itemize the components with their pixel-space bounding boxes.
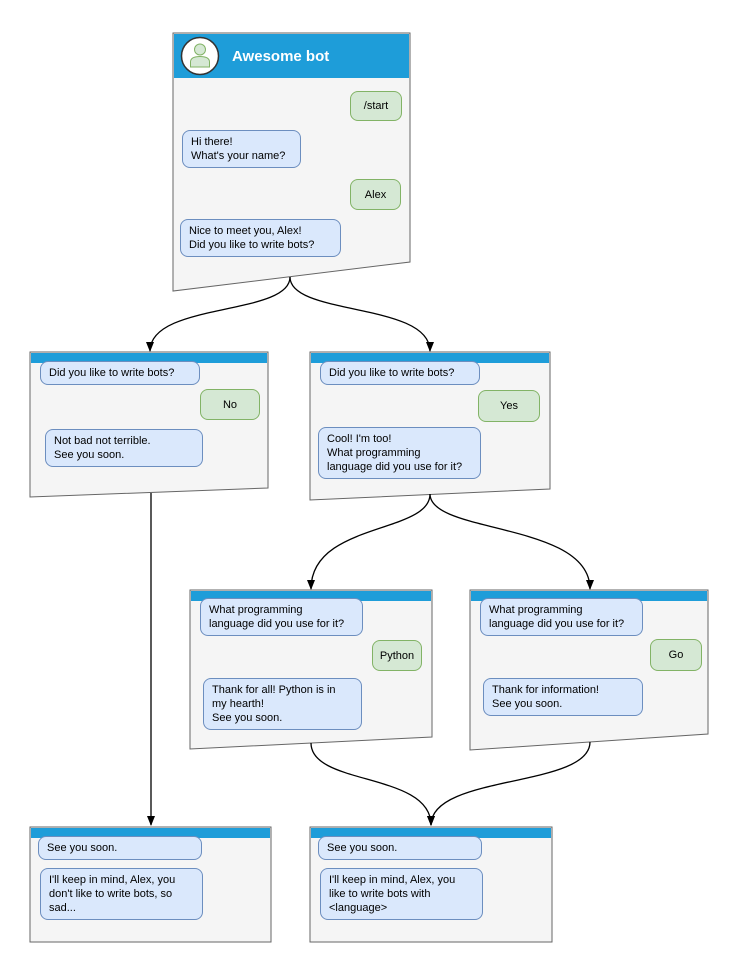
bot-bubble-question-yes: Did you like to write bots?	[320, 361, 480, 385]
arrow-yes-to-python	[307, 493, 431, 590]
bot-bubble-reply-go: Thank for information! See you soon.	[483, 678, 643, 716]
user-bubble-answer-no: No	[200, 389, 260, 420]
chat-header-branch-go	[471, 591, 707, 601]
bot-bubble-followup: Nice to meet you, Alex! Did you like to …	[180, 219, 341, 257]
bot-bubble-question-python: What programming language did you use fo…	[200, 598, 363, 636]
chat-header-branch-python	[191, 591, 431, 601]
chat-header-branch-yes	[311, 353, 549, 363]
chat-header-end-yes	[311, 828, 551, 838]
bot-bubble-greeting: Hi there! What's your name?	[182, 130, 301, 168]
bot-bubble-end-no-question: See you soon.	[38, 836, 202, 860]
bot-bubble-reply-python: Thank for all! Python is in my hearth! S…	[203, 678, 362, 730]
chat-header-end-no	[31, 828, 270, 838]
user-bubble-name: Alex	[350, 179, 401, 210]
user-bubble-answer-go: Go	[650, 639, 702, 671]
bot-avatar-person-icon	[180, 36, 220, 76]
bot-bubble-question-no: Did you like to write bots?	[40, 361, 200, 385]
arrow-root-to-no	[146, 276, 291, 352]
chat-header-branch-no	[31, 353, 267, 363]
arrow-root-to-yes	[289, 276, 434, 352]
bot-bubble-reply-no: Not bad not terrible. See you soon.	[45, 429, 203, 467]
bot-bubble-end-yes-question: See you soon.	[318, 836, 482, 860]
user-bubble-answer-python: Python	[372, 640, 422, 671]
arrow-python-to-end	[310, 742, 435, 826]
user-bubble-answer-yes: Yes	[478, 390, 540, 422]
arrow-go-to-end	[427, 741, 591, 826]
arrow-yes-to-go	[429, 493, 594, 590]
chat-header-root: Awesome bot	[174, 34, 409, 78]
bot-bubble-end-no-reply: I'll keep in mind, Alex, you don't like …	[40, 868, 203, 920]
bot-bubble-end-yes-reply: I'll keep in mind, Alex, you like to wri…	[320, 868, 483, 920]
bot-bubble-reply-yes: Cool! I'm too! What programming language…	[318, 427, 481, 479]
chat-title: Awesome bot	[232, 47, 330, 65]
bot-bubble-question-go: What programming language did you use fo…	[480, 598, 643, 636]
user-bubble-start-command: /start	[350, 91, 402, 121]
